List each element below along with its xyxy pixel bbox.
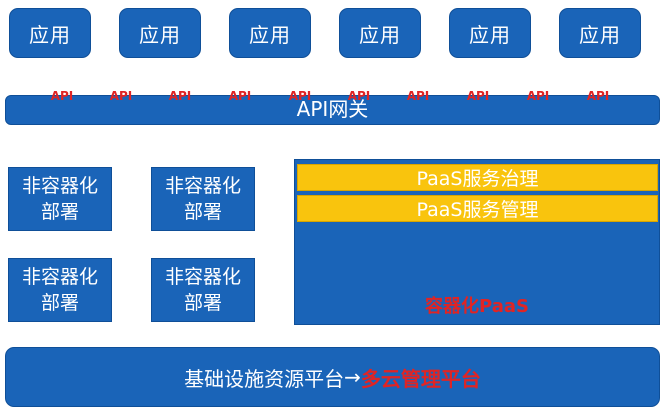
multi-cloud-label: 多云管理平台 [360,366,481,391]
non-container-line2: 部署 [183,292,222,314]
infra-prefix: 基础设施资源平台 [184,366,345,391]
container-paas-label: 容器化PaaS [425,296,529,317]
api-tag-4: API [228,89,252,103]
api-tag-6: API [347,89,371,103]
api-gateway-bar: API网关 [5,95,660,125]
non-container-box-2: 非容器化 部署 [151,167,255,231]
paas-governance-bar: PaaS服务治理 [297,164,658,191]
infrastructure-bar: 基础设施资源平台 → 多云管理平台 [5,347,660,407]
app-box-4: 应用 [339,8,421,58]
container-paas-area: PaaS服务治理 PaaS服务管理 容器化PaaS [294,159,660,325]
non-container-line1: 非容器化 [21,175,98,197]
api-tag-10: API [586,89,610,103]
app-box-3: 应用 [229,8,311,58]
paas-management-bar: PaaS服务管理 [297,195,658,222]
non-container-line2: 部署 [40,292,79,314]
non-container-line1: 非容器化 [164,266,241,288]
api-tag-3: API [168,89,192,103]
non-container-box-1: 非容器化 部署 [8,167,112,231]
api-tag-9: API [526,89,550,103]
non-container-line2: 部署 [40,201,79,223]
non-container-line1: 非容器化 [21,266,98,288]
app-box-5: 应用 [449,8,531,58]
app-box-1: 应用 [9,8,91,58]
api-tag-8: API [466,89,490,103]
non-container-line1: 非容器化 [164,175,241,197]
app-box-6: 应用 [559,8,641,58]
app-box-2: 应用 [119,8,201,58]
non-container-box-3: 非容器化 部署 [8,258,112,322]
arrow-right-icon: → [344,365,361,389]
api-tag-7: API [406,89,430,103]
api-tag-5: API [288,89,312,103]
api-gateway-label: API网关 [296,97,369,121]
api-tag-1: API [50,89,74,103]
non-container-box-4: 非容器化 部署 [151,258,255,322]
non-container-line2: 部署 [183,201,222,223]
api-tag-2: API [109,89,133,103]
